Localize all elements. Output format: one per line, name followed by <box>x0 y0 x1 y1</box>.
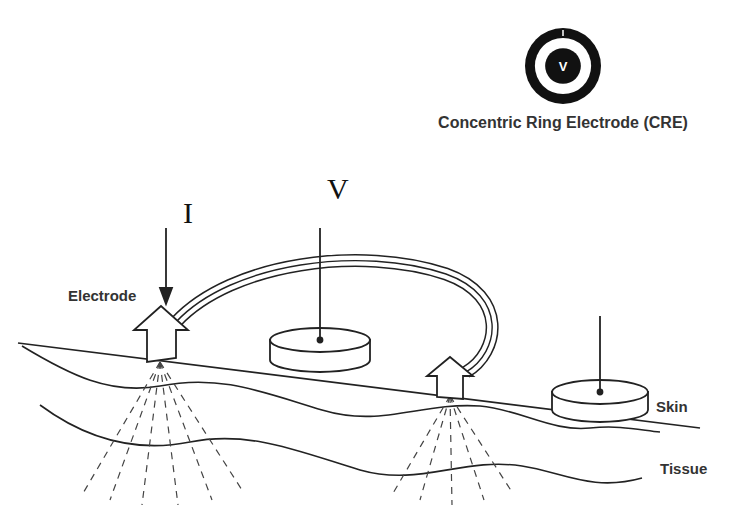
concentric-ring-electrode: Concentric Ring Electrode (CRE) V <box>436 28 690 134</box>
skin-label: Skin <box>656 398 688 415</box>
disc-label: V <box>559 59 568 74</box>
tissue-label: Tissue <box>660 460 707 477</box>
ring-electrode-section <box>427 357 473 399</box>
voltage-label: V <box>327 172 349 206</box>
voltage-electrode <box>270 228 370 372</box>
electrode-label: Electrode <box>68 287 136 304</box>
injection-electrode <box>134 306 188 362</box>
reference-electrode <box>552 316 648 422</box>
current-label: I <box>183 196 193 230</box>
electrode-caption: Concentric Ring Electrode (CRE) <box>438 114 688 132</box>
ring-strap <box>176 261 492 372</box>
current-arrow <box>160 228 172 304</box>
tissue-layer <box>40 405 642 483</box>
